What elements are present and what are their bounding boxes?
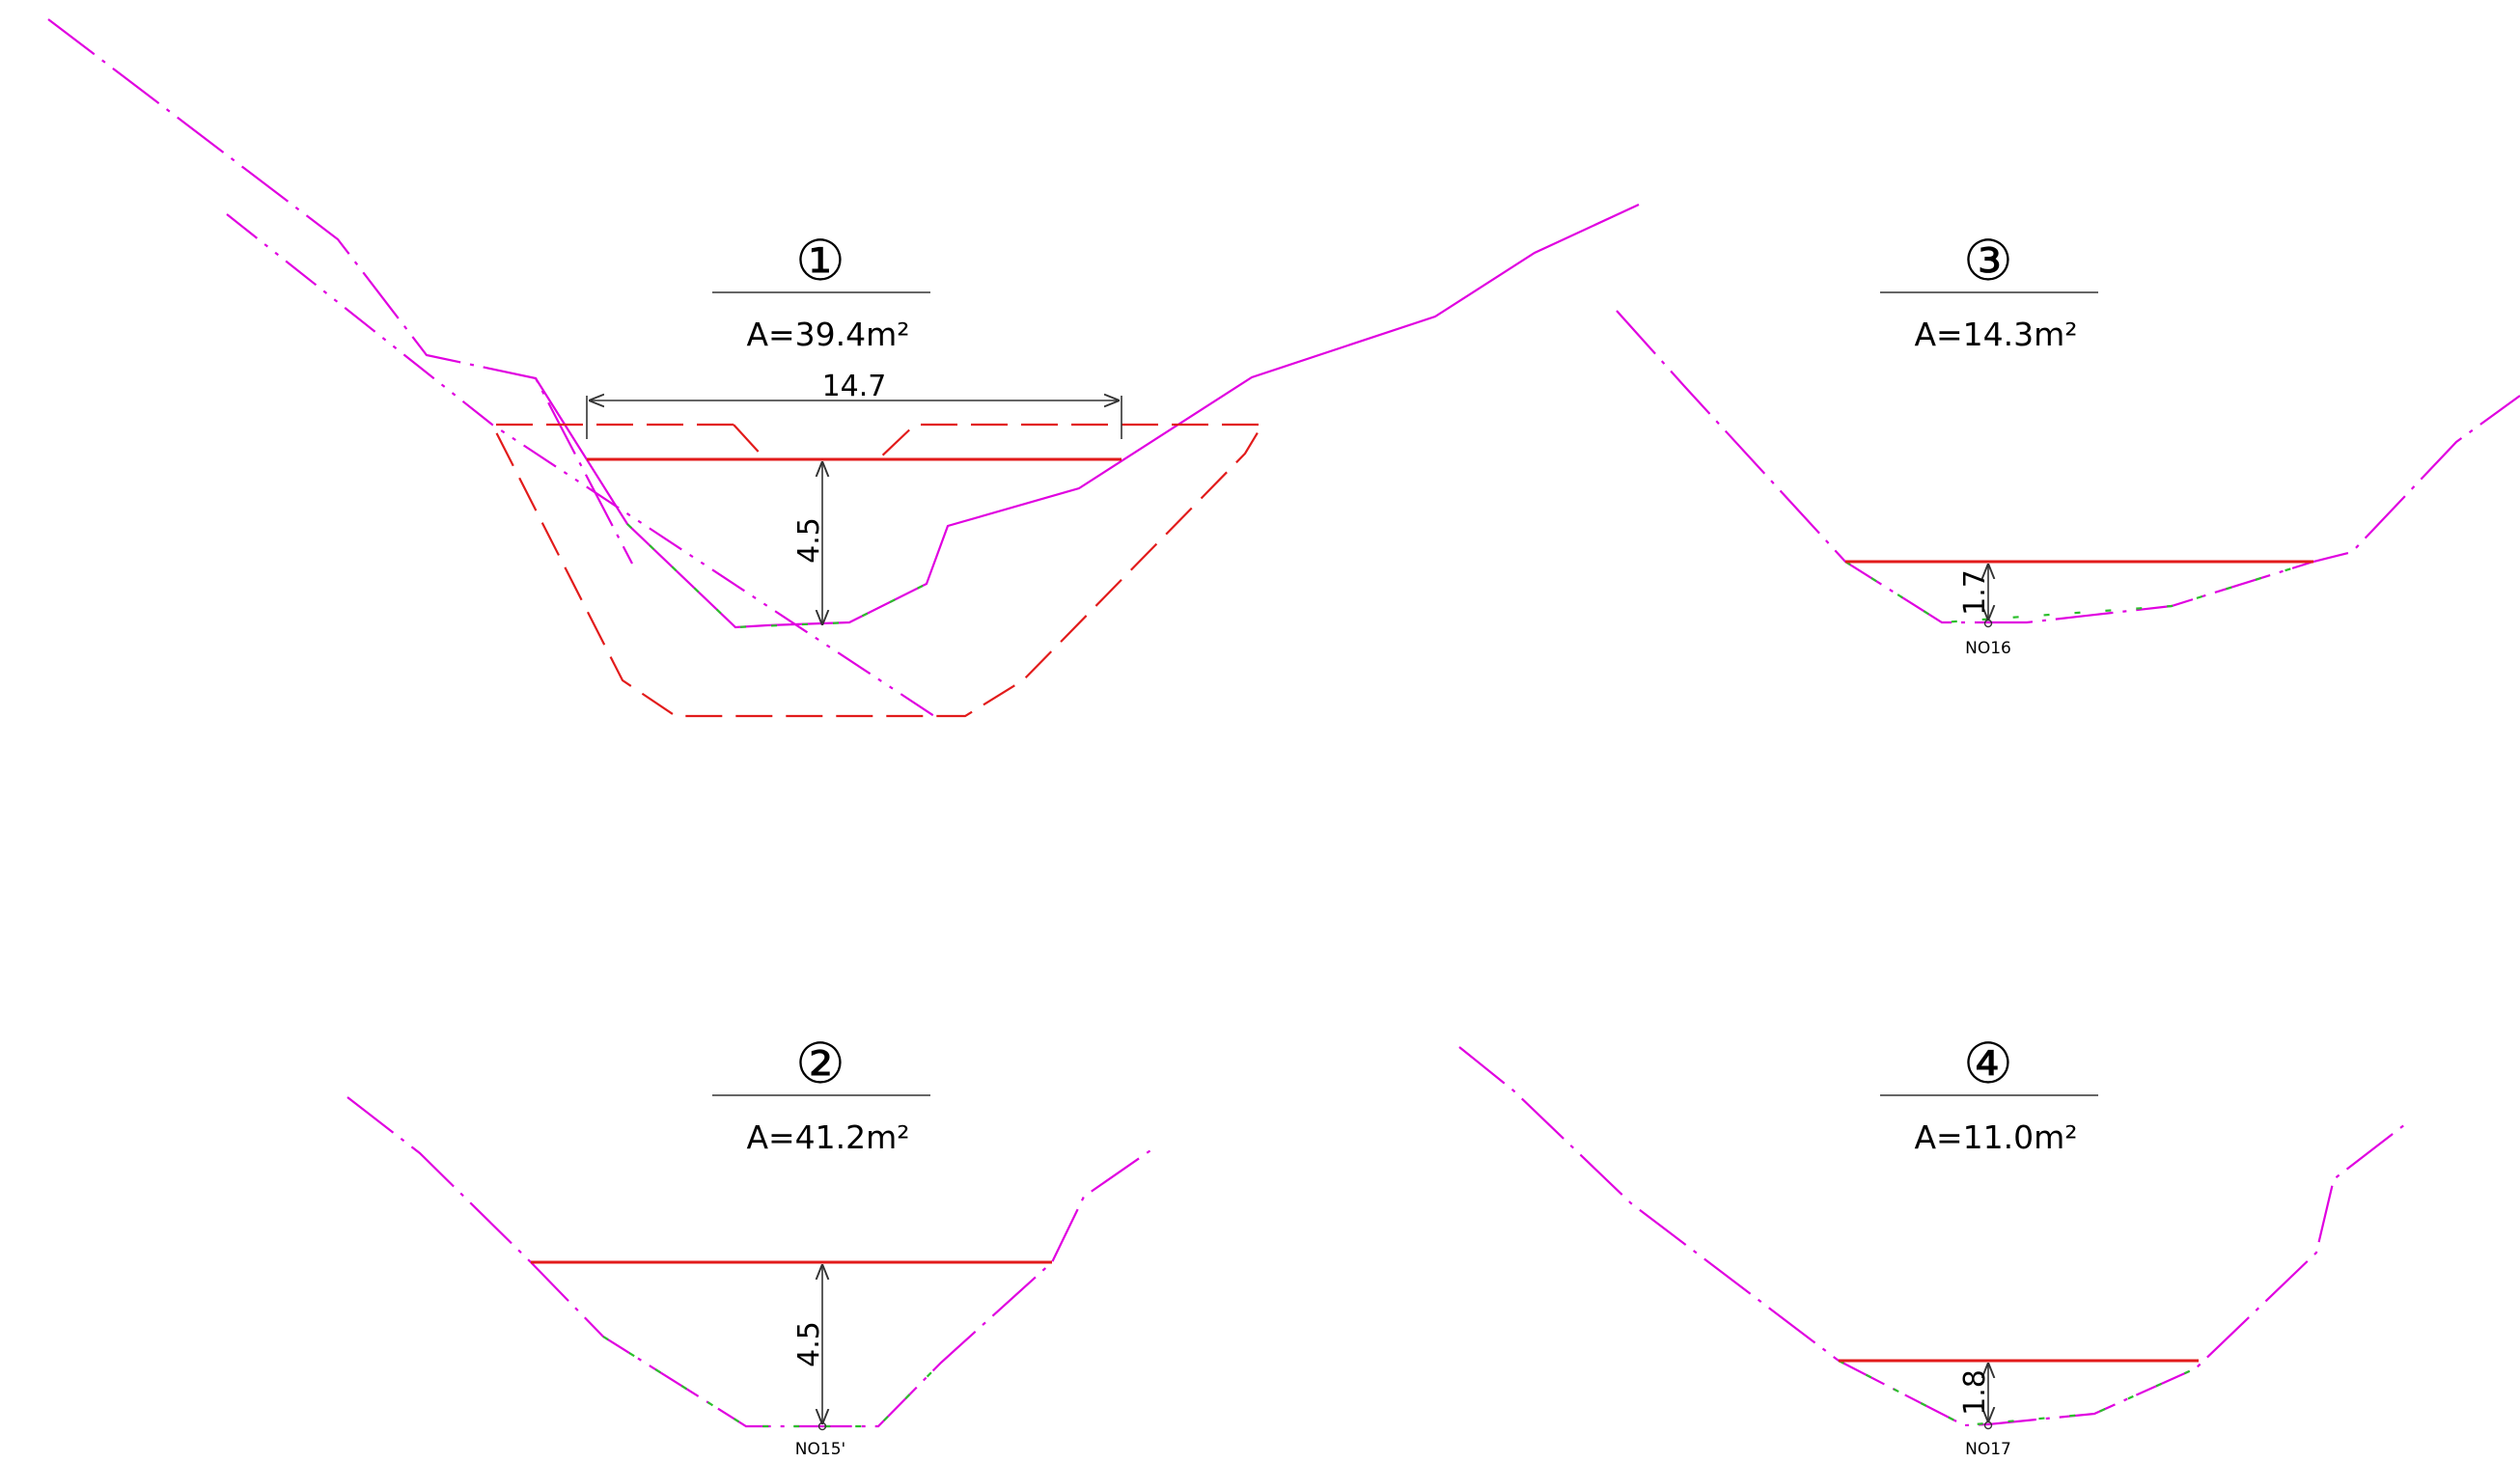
section-3: ③ A=14.3m² 1.7 NO16 (1616, 228, 2520, 658)
section-2-number: ② (795, 1031, 845, 1096)
section-3-station-marker (1983, 619, 1993, 628)
section-2: ② A=41.2m² 4.5 NO15' (346, 1031, 1157, 1459)
section-1-design-section-line (490, 423, 1264, 718)
section-1-area-label: A=39.4m² (746, 316, 909, 353)
section-1: ① A=39.4m² 14.7 4.5 (47, 18, 1640, 718)
section-2-station-label: NO15' (795, 1440, 845, 1459)
section-4-number: ④ (1963, 1031, 2013, 1096)
section-1-terrain-upper-line (47, 18, 633, 565)
section-1-number: ① (795, 228, 845, 293)
section-4: ④ A=11.0m² 1.8 NO17 (1458, 1031, 2410, 1459)
section-1-design-berm-left (733, 424, 766, 460)
section-3-station-label: NO16 (1965, 639, 2011, 658)
section-1-width-label: 14.7 (822, 370, 887, 403)
section-2-depth-label: 4.5 (792, 1321, 826, 1367)
section-4-area-label: A=11.0m² (1914, 1118, 2077, 1156)
section-4-station-marker (1983, 1421, 1993, 1430)
section-1-existing-channel-line (535, 204, 1640, 629)
section-2-terrain-line (346, 1096, 1157, 1428)
section-4-station-label: NO17 (1965, 1440, 2011, 1459)
section-3-number: ③ (1963, 228, 2013, 293)
section-1-depth-label: 4.5 (792, 517, 826, 564)
section-3-area-label: A=14.3m² (1914, 316, 2077, 353)
section-4-depth-label: 1.8 (1958, 1369, 1992, 1416)
section-3-terrain-line (1616, 310, 2520, 624)
section-4-terrain-line (1458, 1046, 2410, 1427)
section-3-depth-label: 1.7 (1958, 569, 1992, 616)
section-2-station-marker (817, 1421, 827, 1431)
section-2-area-label: A=41.2m² (746, 1118, 909, 1156)
section-1-terrain-lower-line (226, 213, 935, 717)
section-3-terrain-accent (1844, 560, 2314, 624)
